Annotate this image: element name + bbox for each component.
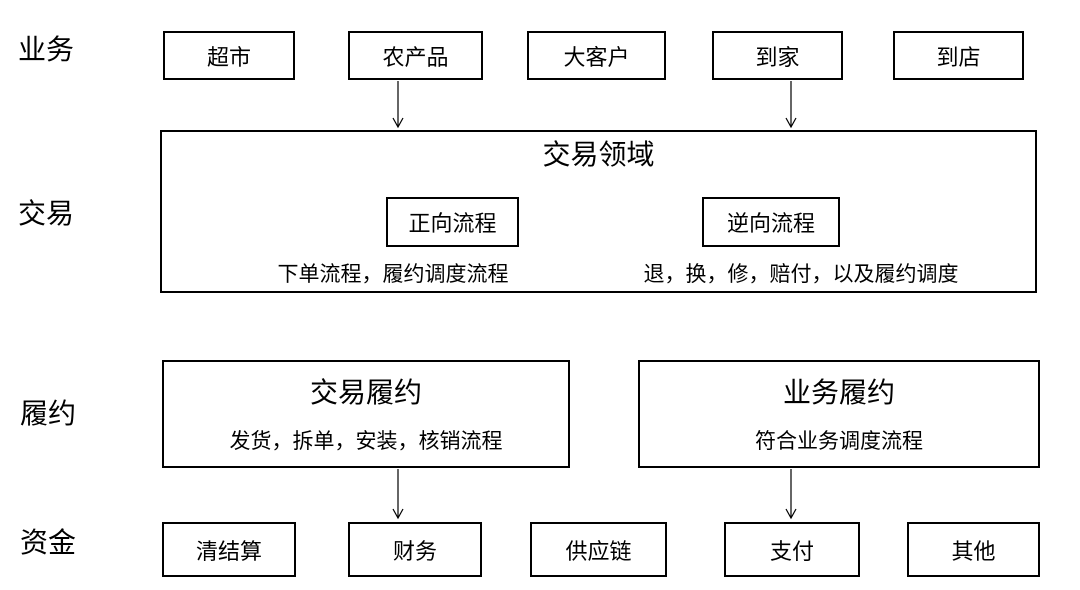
business-fulfillment-subtitle: 符合业务调度流程: [755, 430, 923, 453]
trade-fulfillment-subtitle: 发货，拆单，安装，核销流程: [229, 430, 503, 453]
arrow-home-delivery-to-trade-domain: [785, 81, 797, 129]
business-box-agriculture: 农产品: [348, 31, 483, 80]
business-box-in-store: 到店: [893, 31, 1024, 80]
layer-label-business: 业务: [18, 34, 75, 65]
layer-label-funds: 资金: [20, 527, 77, 558]
trade-domain-title: 交易领域: [542, 139, 655, 170]
forward-process-caption: 下单流程，履约调度流程: [277, 263, 509, 286]
business-box-key-accounts: 大客户: [527, 31, 666, 80]
business-box-supermarket: 超市: [163, 31, 295, 80]
arrow-agriculture-to-trade-domain: [392, 81, 404, 129]
arrow-business-fulfillment-to-payment: [785, 469, 797, 520]
business-fulfillment-box: 业务履约 符合业务调度流程: [638, 360, 1040, 468]
funds-box-other: 其他: [907, 522, 1040, 577]
reverse-process-caption: 退，换，修，赔付，以及履约调度: [643, 263, 959, 286]
trade-fulfillment-box: 交易履约 发货，拆单，安装，核销流程: [162, 360, 570, 468]
business-box-home-delivery: 到家: [712, 31, 843, 80]
trade-domain-box: 交易领域 正向流程 逆向流程 下单流程，履约调度流程 退，换，修，赔付，以及履约…: [160, 130, 1037, 293]
trade-fulfillment-title: 交易履约: [309, 377, 422, 408]
layer-label-trade: 交易: [18, 198, 75, 229]
funds-box-finance: 财务: [348, 522, 482, 577]
funds-box-payment: 支付: [724, 522, 860, 577]
reverse-process-box: 逆向流程: [702, 197, 840, 247]
business-fulfillment-title: 业务履约: [782, 377, 895, 408]
layer-label-fulfillment: 履约: [20, 398, 77, 429]
forward-process-box: 正向流程: [386, 197, 519, 247]
funds-box-supply-chain: 供应链: [530, 522, 667, 577]
funds-box-clearing: 清结算: [162, 522, 296, 577]
arrow-trade-fulfillment-to-finance: [392, 469, 404, 520]
